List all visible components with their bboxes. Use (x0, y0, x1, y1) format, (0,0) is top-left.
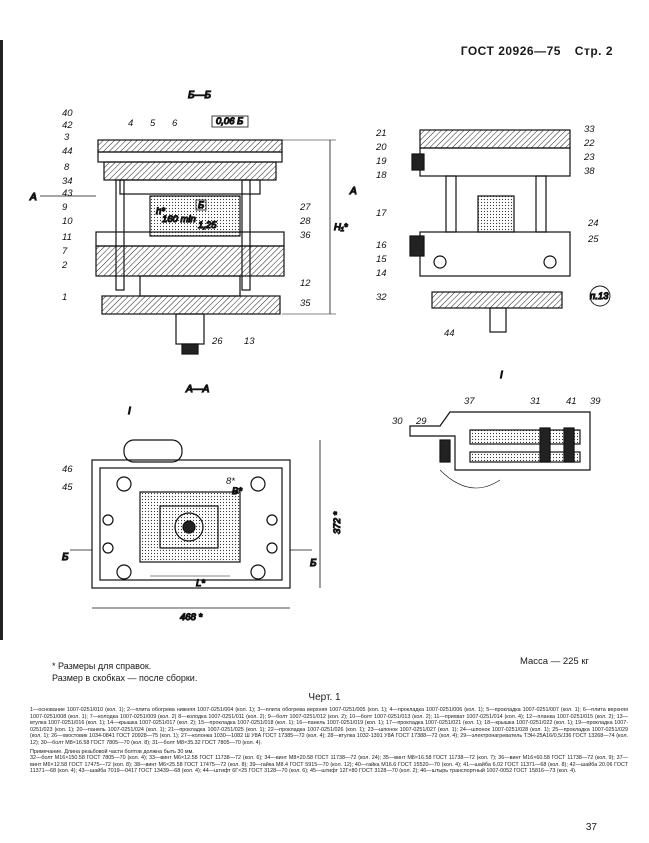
page-header: ГОСТ 20926—75 Стр. 2 (451, 44, 613, 58)
dim-372: 372 * (332, 512, 343, 534)
label-21: 21 (375, 128, 387, 139)
box-b-label: Б (198, 200, 204, 211)
note-reference-dims: * Размеры для справок. (52, 661, 152, 671)
side-view: п.13 (409, 129, 611, 333)
label-39: 39 (590, 396, 601, 407)
label-1: 1 (62, 292, 67, 303)
label-8: 8 (64, 162, 70, 173)
dim-468: 468 * (180, 612, 202, 623)
label-44: 44 (62, 146, 73, 157)
label-41: 41 (566, 396, 577, 407)
ref-p13: п.13 (590, 291, 609, 302)
dim-160min: 160 min (162, 214, 196, 225)
detail-i-labels: 37 31 41 39 30 29 (392, 396, 601, 427)
legend-parts-2: 32—болт М16×150.58 ГОСТ 7805—70 (кол. 4)… (30, 755, 628, 775)
label-25: 25 (587, 234, 599, 245)
notes-block: * Размеры для справок. Размер в скобках … (52, 660, 197, 684)
detail-i-title: I (500, 370, 503, 381)
dim-h1: H₁* (334, 222, 348, 233)
label-43: 43 (62, 188, 73, 199)
legend-note: Примечание. Длина резьбовой части болтов… (30, 748, 194, 755)
label-45: 45 (62, 482, 73, 493)
label-9: 9 (62, 202, 68, 213)
label-28: 28 (299, 216, 311, 227)
label-26: 26 (211, 336, 223, 347)
label-31: 31 (530, 396, 541, 407)
tolerance-label: 0,06 Б (216, 116, 243, 127)
label-27: 27 (299, 202, 311, 213)
label-10: 10 (62, 216, 73, 227)
label-15: 15 (376, 254, 387, 265)
label-32: 32 (376, 292, 387, 303)
label-3: 3 (64, 132, 70, 143)
section-bb-labels-left: 40 42 3 44 8 34 43 9 10 11 7 2 1 (61, 108, 73, 303)
label-29: 29 (415, 416, 427, 427)
figure-caption: Черт. 1 (308, 692, 341, 703)
label-40: 40 (62, 108, 73, 119)
arrow-b-left: Б (62, 552, 69, 563)
technical-drawing: Б—Б 0,06 Б Б (28, 89, 611, 624)
label-20: 20 (375, 142, 387, 153)
label-12: 12 (300, 278, 311, 289)
label-35: 35 (300, 298, 311, 309)
parts-legend: 1—основание 1007-0251/010 (кол. 1); 2—пл… (30, 707, 628, 775)
label-38: 38 (584, 166, 595, 177)
note-bracket-dims: Размер в скобках — после сборки. (52, 673, 198, 683)
section-bb-title: Б—Б (188, 90, 212, 101)
dim-125: 1,25 (198, 220, 217, 231)
arrow-a-right: А (349, 186, 357, 197)
page-number: 37 (585, 822, 597, 833)
side-view-labels: 21 20 19 18 33 22 23 38 17 16 15 14 24 2… (375, 124, 599, 339)
label-8-star: 8* (226, 476, 235, 487)
section-aa-title: А—А (185, 384, 210, 395)
label-34: 34 (62, 176, 73, 187)
section-aa-view: А—А I 372 * 468 * L* B* Б Б (61, 383, 343, 623)
label-23: 23 (583, 152, 595, 163)
section-bb-view: Б—Б 0,06 Б Б (28, 89, 358, 355)
label-44-side: 44 (444, 328, 455, 339)
label-18: 18 (376, 170, 387, 181)
label-11: 11 (62, 232, 72, 243)
legend-parts-1: 1—основание 1007-0251/010 (кол. 1); 2—пл… (30, 707, 628, 746)
arrow-a-left: А (29, 192, 37, 203)
label-37: 37 (464, 396, 475, 407)
label-30: 30 (392, 416, 403, 427)
arrow-b-right: Б (310, 558, 317, 569)
dim-l: L* (196, 578, 205, 589)
label-13: 13 (244, 336, 255, 347)
binding-margin-bar (0, 40, 3, 640)
label-19: 19 (376, 156, 387, 167)
dim-h: h* (156, 206, 165, 217)
label-4: 4 (128, 118, 133, 129)
section-bb-labels-middle: 4 5 6 27 28 36 12 35 26 13 (128, 118, 311, 347)
label-16: 16 (376, 240, 387, 251)
label-36: 36 (300, 230, 311, 241)
detail-i-view: I (409, 369, 591, 489)
label-2: 2 (61, 260, 68, 271)
label-7: 7 (62, 246, 68, 257)
detail-i-marker: I (128, 406, 131, 417)
standard-number: ГОСТ 20926—75 (460, 44, 561, 58)
label-46: 46 (62, 464, 73, 475)
label-14: 14 (376, 268, 387, 279)
dim-b: B* (232, 486, 242, 497)
mass-label: Масса — 225 кг (520, 656, 589, 667)
label-24: 24 (587, 218, 599, 229)
label-22: 22 (583, 138, 595, 149)
page-indicator: Стр. 2 (574, 44, 613, 58)
label-17: 17 (376, 208, 387, 219)
label-33: 33 (584, 124, 595, 135)
label-5: 5 (150, 118, 156, 129)
label-6: 6 (172, 118, 178, 129)
label-42: 42 (62, 120, 73, 131)
section-aa-labels: 46 45 8* (62, 464, 235, 493)
